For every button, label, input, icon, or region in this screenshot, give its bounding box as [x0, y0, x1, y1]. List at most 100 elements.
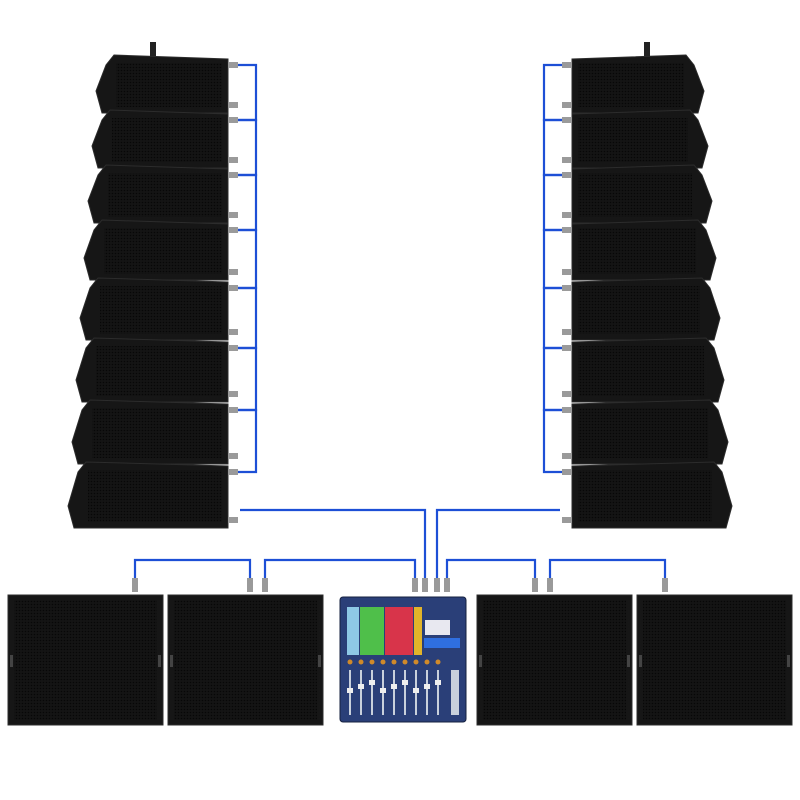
cabinet-grille: [578, 118, 688, 162]
subwoofer: [636, 594, 793, 726]
connector: [228, 345, 238, 351]
cabinet-grille: [578, 408, 708, 458]
right-array-cabinet: [562, 219, 717, 281]
connector: [562, 345, 572, 351]
gain-knob: [413, 659, 419, 665]
handle: [158, 655, 161, 667]
cabinet-grille: [578, 173, 692, 217]
cabinet-grille: [578, 470, 712, 522]
fader-cap: [380, 688, 386, 693]
handle: [10, 655, 13, 667]
connector: [228, 517, 238, 523]
mixer-input-panel: [347, 607, 359, 655]
right-array-cabinet: [562, 54, 705, 114]
handle: [787, 655, 790, 667]
handle: [318, 655, 321, 667]
left-array-cabinet: [75, 337, 238, 403]
handle: [479, 655, 482, 667]
cabinet-grille: [578, 346, 704, 396]
connector: [562, 172, 572, 178]
subwoofer: [167, 594, 324, 726]
cabinet-grille: [104, 228, 222, 274]
handle: [639, 655, 642, 667]
cable: [542, 286, 562, 350]
connector: [562, 212, 572, 218]
right-array-cabinet: [562, 399, 729, 465]
connector: [228, 102, 238, 108]
fader-cap: [435, 680, 441, 685]
right-array-cabinet: [562, 164, 713, 224]
connector: [228, 117, 238, 123]
connector: [562, 469, 572, 475]
xlr-connector: [434, 578, 440, 592]
mixer-screen: [425, 620, 450, 635]
subwoofer: [7, 594, 164, 726]
connector: [562, 157, 572, 163]
connector: [562, 329, 572, 335]
cable: [133, 558, 252, 582]
cabinet-grille: [96, 346, 222, 396]
fader-track: [371, 670, 373, 715]
gain-knob: [435, 659, 441, 665]
fader-track: [393, 670, 395, 715]
cable: [445, 558, 537, 582]
cabinet-grille: [108, 173, 222, 217]
rigging-frame: [644, 42, 650, 56]
subwoofer-grille: [174, 600, 317, 720]
connector: [562, 517, 572, 523]
connector: [562, 102, 572, 108]
cable: [435, 508, 560, 582]
fader-track: [426, 670, 428, 715]
connector: [228, 212, 238, 218]
subwoofer-grille: [14, 600, 157, 720]
cabinet-grille: [578, 63, 684, 107]
gain-knob: [358, 659, 364, 665]
cable: [542, 346, 562, 412]
fader-cap: [413, 688, 419, 693]
cabinet-grille: [112, 118, 222, 162]
connector: [562, 391, 572, 397]
fader-cap: [402, 680, 408, 685]
xlr-connector: [262, 578, 268, 592]
connector: [228, 469, 238, 475]
line-arrays: [67, 42, 733, 529]
cable: [238, 346, 258, 412]
connector: [562, 269, 572, 275]
connector: [228, 227, 238, 233]
connector: [228, 329, 238, 335]
connector: [228, 391, 238, 397]
handle: [170, 655, 173, 667]
subwoofer: [476, 594, 633, 726]
cabinet-grille: [100, 286, 222, 334]
connector: [228, 285, 238, 291]
cable: [542, 408, 562, 474]
connector: [562, 117, 572, 123]
xlr-connector: [412, 578, 418, 592]
left-array-cabinet: [87, 164, 238, 224]
cables: [133, 63, 667, 582]
connector: [228, 62, 238, 68]
mixer-encoders: [424, 638, 460, 648]
connector: [228, 172, 238, 178]
gain-knob: [369, 659, 375, 665]
subwoofers: [7, 578, 793, 726]
connector: [562, 62, 572, 68]
gain-knob: [424, 659, 430, 665]
connector: [228, 157, 238, 163]
connector: [562, 285, 572, 291]
handle: [627, 655, 630, 667]
left-array-cabinet: [83, 219, 238, 281]
left-array-cabinet: [71, 399, 238, 465]
fader-cap: [391, 684, 397, 689]
cable: [542, 173, 562, 232]
left-array-cabinet: [67, 461, 238, 529]
connector: [228, 269, 238, 275]
cable: [240, 508, 427, 582]
cabinet-grille: [92, 408, 222, 458]
cable: [238, 228, 258, 290]
xlr-connector: [547, 578, 553, 592]
left-array-cabinet: [79, 277, 238, 341]
cabinet-grille: [578, 286, 700, 334]
connector: [228, 453, 238, 459]
master-fader: [451, 670, 459, 715]
